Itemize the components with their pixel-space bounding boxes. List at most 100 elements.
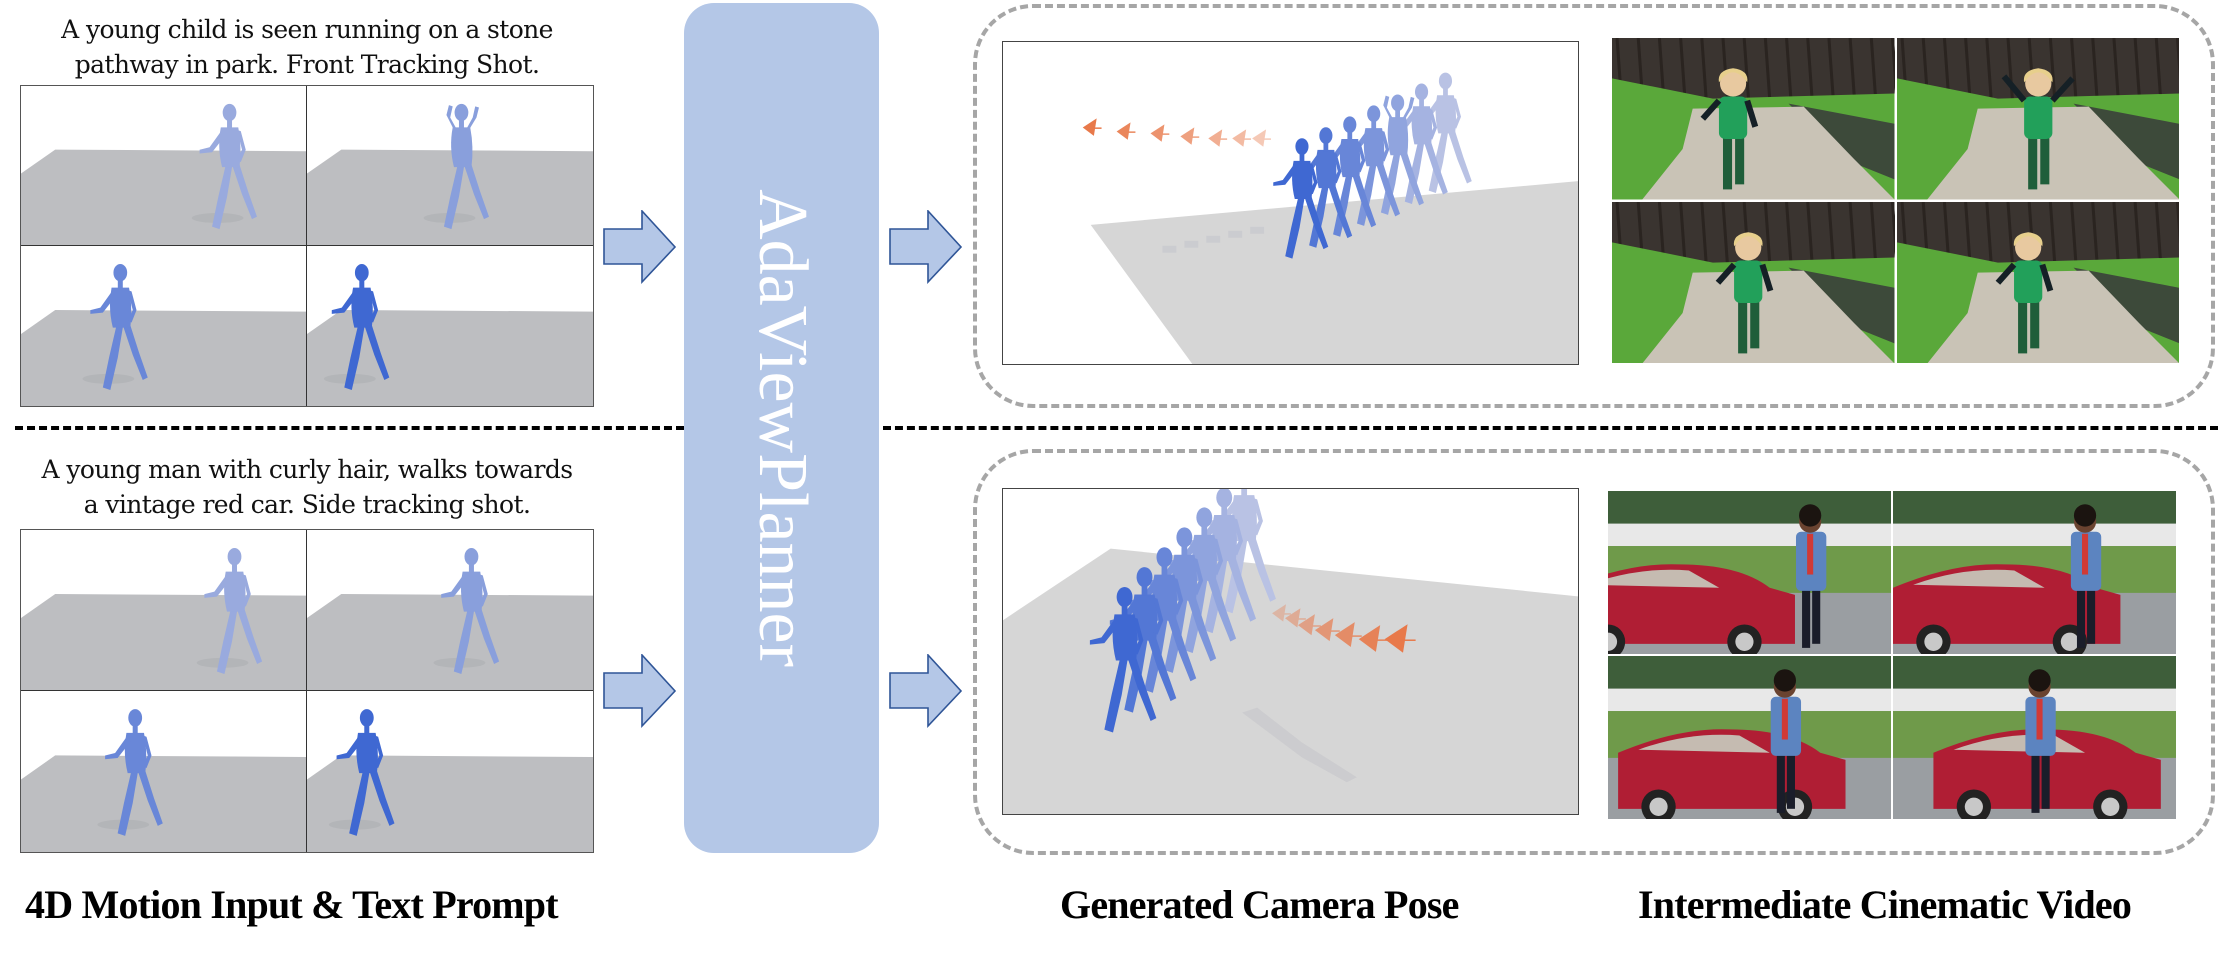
camera-frustum-icon <box>1314 618 1340 642</box>
floor-plane <box>307 310 593 406</box>
camera-frustum-icon <box>1272 604 1291 622</box>
label-camera-pose: Generated Camera Pose <box>1060 882 1459 927</box>
camera-frustum-icon <box>1252 129 1271 147</box>
motion-frame <box>21 530 307 691</box>
prompt-caption-2: A young man with curly hair, walks towar… <box>20 452 594 522</box>
video-frame <box>1893 656 2176 819</box>
camera-pose-render <box>1082 72 1578 364</box>
human-figure <box>199 103 257 230</box>
motion-frame <box>307 86 593 246</box>
man-figure <box>1795 504 1827 648</box>
park-scene-image <box>1896 201 2179 363</box>
motion-sequence <box>1273 72 1472 259</box>
camera-pose-render <box>1003 489 1578 814</box>
human-figure <box>1380 94 1424 215</box>
human-figure <box>1416 72 1472 194</box>
human-figure <box>441 547 500 674</box>
video-frame <box>1896 38 2179 200</box>
section-divider <box>15 426 684 430</box>
flow-arrow-icon <box>889 654 963 728</box>
human-figure <box>443 103 489 230</box>
motion-frame <box>307 530 593 691</box>
trees <box>1893 491 2176 530</box>
motion-frame <box>21 691 307 852</box>
human-figure <box>1345 105 1401 226</box>
park-scene-image <box>1896 38 2179 200</box>
label-cinematic-video: Intermediate Cinematic Video <box>1638 882 2132 927</box>
human-figure <box>336 709 395 836</box>
camera-frustum-icon <box>1297 614 1321 636</box>
video-grid-2 <box>1608 491 2176 819</box>
child-figure <box>2001 68 2075 190</box>
human-figure <box>1297 127 1353 248</box>
prompt-line: a vintage red car. Side tracking shot. <box>83 490 531 519</box>
output-group-1 <box>973 4 2215 408</box>
motion-frame-render <box>21 530 306 690</box>
camera-frustum-icon <box>1208 129 1228 147</box>
human-figure <box>90 263 148 390</box>
output-group-2 <box>973 449 2215 855</box>
camera-frustum-icon <box>1150 124 1170 142</box>
camera-pose-panel-2 <box>1002 488 1579 815</box>
camera-frustum-icon <box>1384 624 1416 653</box>
park-scene-image <box>1612 38 1895 200</box>
car-scene-image <box>1893 656 2176 819</box>
ada-view-planner-block: AdaViewPlanner <box>684 3 879 853</box>
floor-plane <box>21 149 306 245</box>
child-figure <box>1700 68 1759 190</box>
video-frame <box>1612 38 1895 200</box>
motion-frame <box>307 246 593 406</box>
camera-frustum-icon <box>1180 127 1200 145</box>
camera-trajectory <box>1272 604 1416 653</box>
motion-input-grid-1 <box>20 85 594 407</box>
child-figure <box>1715 231 1774 353</box>
floor-plane <box>307 755 593 852</box>
prompt-line: pathway in park. Front Tracking Shot. <box>74 50 540 79</box>
motion-sequence <box>1089 489 1276 733</box>
motion-input-grid-2 <box>20 529 594 853</box>
flow-arrow-icon <box>603 210 677 284</box>
floor-plane <box>21 755 306 852</box>
camera-frustum-icon <box>1232 129 1252 147</box>
video-frame <box>1612 201 1895 363</box>
camera-pose-panel-1 <box>1002 41 1579 365</box>
motion-frame <box>21 86 307 246</box>
camera-frustum-icon <box>1358 625 1388 652</box>
motion-frame <box>307 691 593 852</box>
section-divider <box>883 426 2218 430</box>
camera-trajectory <box>1082 118 1271 147</box>
motion-frame-render <box>307 246 593 406</box>
child-figure <box>1995 231 2053 353</box>
red-car <box>1608 564 1795 654</box>
prompt-caption-1: A young child is seen running on a stone… <box>20 12 594 82</box>
park-scene-image <box>1612 201 1895 363</box>
motion-frame-render <box>21 246 306 406</box>
floor-plane <box>307 594 593 690</box>
man-figure <box>1770 669 1802 813</box>
motion-frame-render <box>307 530 593 690</box>
human-figure <box>1321 116 1377 237</box>
trailers <box>1608 688 1891 712</box>
human-figure <box>331 263 390 390</box>
ground-shadow-marks <box>1162 226 1265 253</box>
trees <box>1608 656 1891 695</box>
human-figure <box>105 709 163 836</box>
video-frame <box>1608 656 1891 819</box>
video-frame <box>1893 491 2176 654</box>
car-scene-image <box>1608 656 1891 819</box>
camera-frustum-icon <box>1334 622 1362 648</box>
human-figure <box>204 547 263 674</box>
camera-frustum-icon <box>1082 118 1102 136</box>
motion-frame <box>21 246 307 406</box>
trailers <box>1893 523 2176 547</box>
motion-frame-render <box>307 86 593 245</box>
label-motion-input: 4D Motion Input & Text Prompt <box>25 882 559 927</box>
car-scene-image <box>1608 491 1891 654</box>
man-figure <box>2070 504 2102 648</box>
video-frame <box>1896 201 2179 363</box>
stone-path <box>1642 106 1895 200</box>
human-figure <box>1392 83 1448 204</box>
floor-plane <box>307 149 593 245</box>
planner-label: AdaViewPlanner <box>743 189 821 667</box>
trees <box>1608 491 1891 530</box>
